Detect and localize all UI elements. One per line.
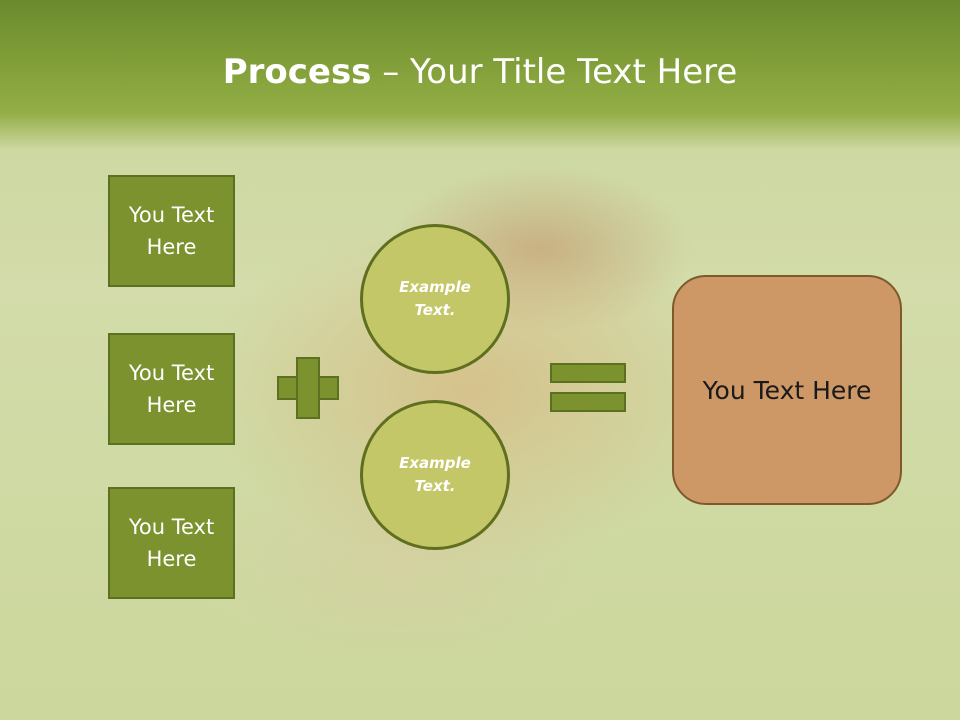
header-band	[0, 0, 960, 150]
text-box-label: You Text Here	[128, 515, 215, 571]
text-box-label: You Text Here	[128, 361, 215, 417]
circle-label: Example Text.	[399, 278, 471, 319]
text-box-2: You Text Here	[108, 333, 235, 445]
title-rest: – Your Title Text Here	[371, 52, 738, 92]
example-circle-1: Example Text.	[360, 224, 510, 374]
text-box-3: You Text Here	[108, 487, 235, 599]
example-circle-2: Example Text.	[360, 400, 510, 550]
result-label: You Text Here	[702, 375, 872, 405]
text-box-label: You Text Here	[128, 203, 215, 259]
result-box: You Text Here	[672, 275, 902, 505]
slide-title: Process – Your Title Text Here	[0, 52, 960, 92]
text-box-1: You Text Here	[108, 175, 235, 287]
circle-label: Example Text.	[399, 454, 471, 495]
title-bold: Process	[222, 52, 372, 92]
